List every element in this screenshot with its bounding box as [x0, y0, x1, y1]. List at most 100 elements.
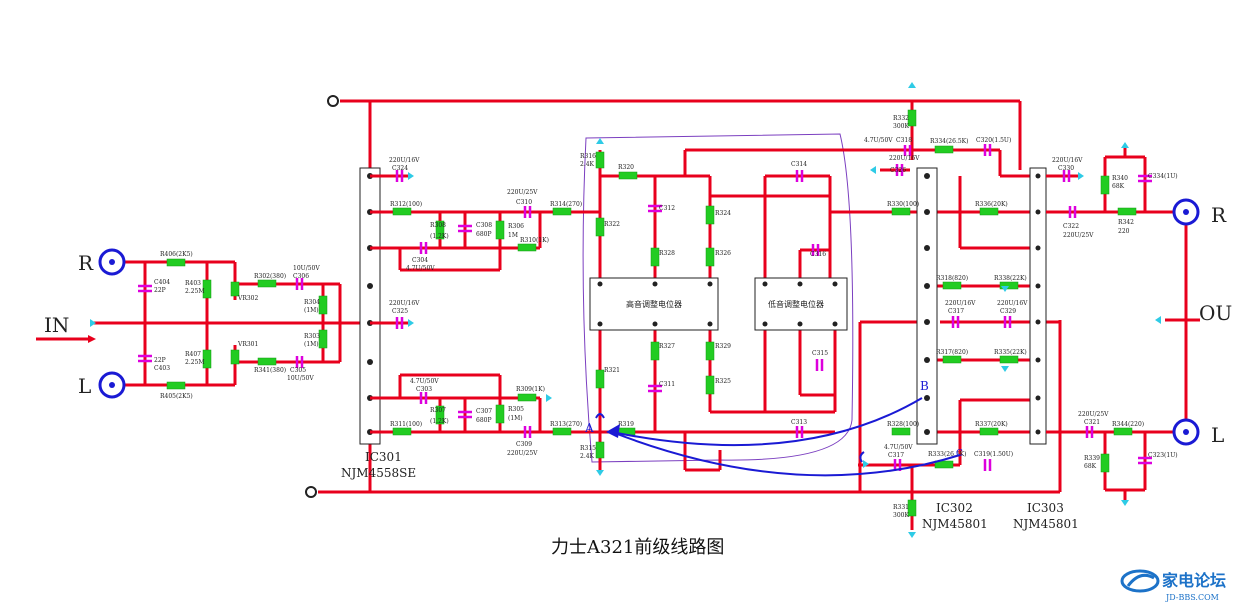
tone-control-section: 高音调整电位器 低音调整电位器 R316 2.4K R320 R322 C312…	[580, 133, 1000, 476]
value-r316: 2.4K	[580, 161, 595, 168]
value-c403: 22P	[154, 357, 166, 364]
label-r339: R339	[1084, 455, 1100, 462]
ic301-body	[359, 167, 381, 445]
ic301-section: IC301 NJM4558SE 220U/16V C324 220U/16V C…	[341, 157, 582, 480]
ic302-body	[916, 167, 938, 445]
label-r326: R326	[715, 250, 731, 257]
annotation-arrows: A B C	[584, 379, 963, 477]
label-r305: R305	[508, 406, 524, 413]
ic303-label: IC303	[1027, 501, 1064, 515]
value-r315: 2.4K	[580, 453, 595, 460]
marker-a: A	[584, 421, 594, 435]
input-section: R L IN R406(2K5) R405(2K5) R403 2.25M R4…	[36, 248, 370, 400]
value-c321: 220U/25V	[1078, 411, 1109, 418]
label-c304: C304	[412, 257, 428, 264]
output-r-jack	[1172, 198, 1200, 226]
label-c325: C325	[392, 308, 408, 315]
input-l-jack	[98, 371, 126, 399]
label-r307: R307	[430, 407, 446, 414]
watermark-logo: 家电论坛 JD-BBS.COM	[1120, 569, 1226, 602]
watermark-name: 家电论坛	[1162, 571, 1226, 590]
label-r325: R325	[715, 378, 731, 385]
label-r315: R315	[580, 445, 596, 452]
value-r339: 68K	[1084, 463, 1097, 470]
input-r-jack	[98, 248, 126, 276]
label-r319: R319	[618, 421, 634, 428]
label-r405: R405(2K5)	[160, 393, 193, 400]
label-c334: C334(1U)	[1148, 173, 1178, 180]
ic302-section: IC302 NJM45801 R332 300K 4.7U/50V C318 R…	[830, 82, 1060, 538]
value-c303: 4.7U/50V	[410, 378, 439, 385]
label-r322: R322	[604, 221, 620, 228]
label-r406: R406(2K5)	[160, 251, 193, 258]
label-c324: C324	[392, 165, 408, 172]
label-r302: R302(380)	[254, 273, 286, 280]
label-c312: C312	[659, 205, 675, 212]
label-c309: C309	[516, 441, 532, 448]
label-c313: C313	[791, 419, 807, 426]
ic303-output-section: IC303 NJM45801 220U/16V C330 C322 220U/2…	[1013, 142, 1232, 531]
value-c308: 680P	[476, 231, 492, 238]
value-r306: 1M	[508, 232, 518, 239]
value-c329: 220U/16V	[997, 300, 1028, 307]
value-c322: 220U/25V	[1063, 232, 1094, 239]
label-c307: C307	[476, 408, 492, 415]
value-r307: (1.2K)	[430, 418, 449, 425]
value-c307: 680P	[476, 417, 492, 424]
label-r306: R306	[508, 223, 524, 230]
ic301-label: IC301	[365, 450, 402, 464]
label-r309: R309(1K)	[516, 386, 545, 393]
value-c318: 4.7U/50V	[864, 137, 893, 144]
label-r311: R311(100)	[390, 421, 422, 428]
value-r340: 68K	[1112, 183, 1125, 190]
label-c306: C306	[293, 273, 309, 280]
label-r335: R335(22K)	[994, 349, 1027, 356]
label-c323: C323(1U)	[1148, 452, 1178, 459]
value-r308: (1.2K)	[430, 233, 449, 240]
label-vr301: VR301	[237, 341, 258, 348]
label-c319: C319(1.50U)	[974, 451, 1013, 458]
label-r308: R308	[430, 222, 446, 229]
value-c404: 22P	[154, 287, 166, 294]
label-c403: C403	[154, 365, 170, 372]
label-r317: R317(820)	[936, 349, 968, 356]
label-vr302: VR302	[237, 295, 258, 302]
value-c309: 220U/25V	[507, 450, 538, 457]
label-r328b: R328(100)	[887, 421, 919, 428]
output-l-label: L	[1211, 423, 1224, 447]
value-r303: (1M)	[304, 341, 319, 348]
ic301-part: NJM4558SE	[341, 466, 416, 480]
label-c326: C326	[890, 167, 906, 174]
label-r320: R320	[618, 164, 634, 171]
value-r332: 300K	[893, 123, 909, 130]
input-l-label: L	[78, 374, 91, 398]
value-r342: 220	[1118, 228, 1130, 235]
bass-pot-box	[754, 277, 848, 331]
label-c316: C316	[810, 251, 826, 258]
label-c329: C329	[1000, 308, 1016, 315]
label-r403: R403	[185, 280, 201, 287]
output-l-jack	[1172, 418, 1200, 446]
marker-c: C	[956, 449, 963, 459]
value-r331: 300K	[893, 512, 909, 519]
output-label: OU	[1199, 301, 1232, 325]
label-c310: C310	[516, 199, 532, 206]
value-c305: 10U/50V	[287, 375, 314, 382]
value-r304: (1M)	[304, 307, 319, 314]
label-r327: R327	[659, 343, 675, 350]
label-r407: R407	[185, 351, 201, 358]
label-c322: C322	[1063, 223, 1079, 230]
label-r337: R337(20K)	[975, 421, 1008, 428]
label-r313: R313(270)	[550, 421, 582, 428]
value-r305: (1M)	[508, 415, 523, 422]
label-r303: R303	[304, 333, 320, 340]
treble-pot-label: 高音调整电位器	[626, 299, 682, 309]
label-c303: C303	[416, 386, 432, 393]
label-r324: R324	[715, 210, 731, 217]
label-r316: R316	[580, 153, 596, 160]
ic303-body	[1029, 167, 1047, 445]
label-r341: R341(380)	[254, 367, 286, 374]
treble-pot-box	[589, 277, 719, 331]
label-c314: C314	[791, 161, 807, 168]
label-c404: C404	[154, 279, 170, 286]
